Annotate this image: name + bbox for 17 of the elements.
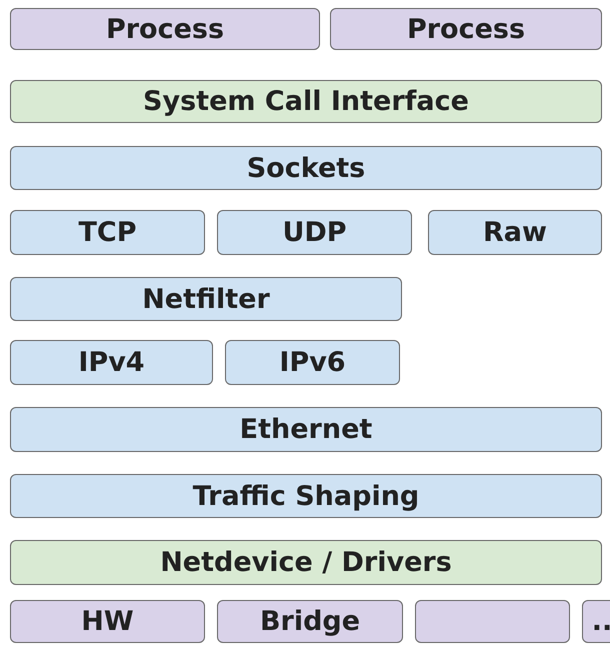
device-box bbox=[415, 600, 570, 643]
process-box: Process bbox=[10, 8, 320, 50]
protocol-layer: TCP bbox=[10, 210, 205, 255]
protocol-layer: IPv4 bbox=[10, 340, 213, 385]
process-box: Process bbox=[330, 8, 602, 50]
device-box: Bridge bbox=[217, 600, 403, 643]
device-box: .. bbox=[582, 600, 610, 643]
protocol-layer: Traffic Shaping bbox=[10, 474, 602, 518]
driver-layer: Netdevice / Drivers bbox=[10, 540, 602, 585]
protocol-layer: UDP bbox=[217, 210, 412, 255]
protocol-layer: Netfilter bbox=[10, 277, 402, 321]
device-box: HW bbox=[10, 600, 205, 643]
protocol-layer: IPv6 bbox=[225, 340, 400, 385]
interface-layer: System Call Interface bbox=[10, 80, 602, 123]
protocol-layer: Raw bbox=[428, 210, 602, 255]
protocol-layer: Sockets bbox=[10, 146, 602, 190]
protocol-layer: Ethernet bbox=[10, 407, 602, 452]
